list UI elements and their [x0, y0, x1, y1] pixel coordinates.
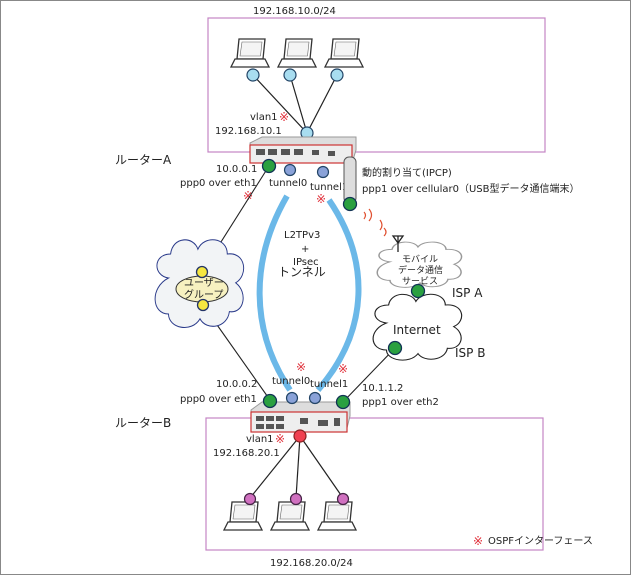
- internet-label: Internet: [393, 323, 441, 337]
- vlan-b-label: vlan1: [246, 434, 274, 445]
- ospf-mark: ※: [275, 432, 285, 446]
- lan-b-box: [205, 417, 544, 551]
- router-b-icon: [250, 401, 351, 433]
- legend-mark: ※: [473, 534, 483, 548]
- mobile-label-3: サービス: [402, 276, 438, 287]
- router-b-eth2-if: ppp1 over eth2: [362, 397, 439, 408]
- lan-a-host-node: [246, 68, 260, 82]
- laptop-icon: [324, 38, 364, 68]
- lan-b-subnet: 192.168.20.0/24: [270, 558, 353, 569]
- laptop-icon: [277, 38, 317, 68]
- laptop-icon: [223, 501, 263, 531]
- tunnel-label-2: +: [301, 244, 309, 255]
- antenna-icon: [391, 235, 405, 252]
- lan-a-links: [252, 74, 338, 134]
- router-a-cell-if: ppp1 over cellular0（USB型データ通信端末）: [362, 182, 580, 195]
- laptop-icon: [270, 501, 310, 531]
- ospf-mark: ※: [338, 362, 348, 376]
- lan-b-host-node: [336, 492, 350, 506]
- user-group-label-2: グループ: [184, 288, 223, 301]
- lan-a-host-node: [283, 68, 297, 82]
- lan-b-host-node: [243, 492, 257, 506]
- router-a-tunnel1-node: [316, 165, 330, 179]
- vlan-b-ip: 192.168.20.1: [213, 448, 280, 459]
- legend-label: OSPFインターフェース: [488, 535, 593, 547]
- isp-a-node: [410, 283, 426, 299]
- router-a-tunnel0-node: [283, 163, 297, 177]
- wireless-signal-icon: [363, 208, 387, 237]
- router-a-eth1-ip: 10.0.0.1: [216, 164, 257, 175]
- user-group-label-1: ユーザー: [184, 277, 224, 289]
- router-b-eth2-ip: 10.1.1.2: [362, 383, 403, 394]
- router-a-eth1-node: [261, 158, 277, 174]
- router-a-icon: [249, 136, 357, 164]
- router-a-cell-note: 動的割り当て(IPCP): [362, 166, 452, 179]
- ospf-mark: ※: [296, 360, 306, 374]
- tunnel-label-4: トンネル: [278, 265, 326, 279]
- mobile-label-2: データ通信: [398, 264, 443, 276]
- isp-b-label: ISP B: [455, 346, 485, 360]
- user-group-node: [196, 298, 210, 312]
- router-b-eth1-ip: 10.0.0.2: [216, 379, 257, 390]
- lan-b-host-node: [289, 492, 303, 506]
- lan-a-host-node: [330, 68, 344, 82]
- router-b-eth2-node: [335, 394, 351, 410]
- router-a-name: ルーターA: [115, 153, 172, 167]
- lan-a-subnet: 192.168.10.0/24: [253, 6, 336, 17]
- lan-b-links: [249, 435, 344, 499]
- router-b-tunnel1-node: [308, 391, 322, 405]
- vlan-a-label: vlan1: [250, 112, 278, 123]
- tunnel-label-3: IPsec: [293, 257, 319, 268]
- laptop-icon: [230, 38, 270, 68]
- tunnel0-link: [256, 194, 293, 392]
- router-a-tunnel0: tunnel0: [269, 178, 307, 189]
- usb-modem-icon: [343, 156, 357, 204]
- ospf-mark: ※: [243, 189, 253, 203]
- router-b-tunnel0: tunnel0: [272, 376, 310, 387]
- router-b-tunnel0-node: [285, 391, 299, 405]
- tunnel-label-1: L2TPv3: [284, 230, 320, 241]
- router-b-eth1-node: [262, 393, 278, 409]
- router-b-eth1-if: ppp0 over eth1: [180, 394, 257, 405]
- isp-b-node: [387, 340, 403, 356]
- vlan-b-node: [293, 429, 307, 443]
- router-a-eth1-if: ppp0 over eth1: [180, 178, 257, 189]
- router-b-tunnel1: tunnel1: [310, 379, 348, 390]
- vlan-a-ip: 192.168.10.1: [215, 126, 282, 137]
- isp-a-label: ISP A: [452, 286, 483, 300]
- ospf-mark: ※: [316, 192, 326, 206]
- router-a-cellular-node: [342, 196, 358, 212]
- laptop-icon: [317, 501, 357, 531]
- lan-a-box: [207, 17, 546, 153]
- user-group-node: [195, 265, 209, 279]
- mobile-label-1: モバイル: [402, 254, 438, 265]
- tunnel1-link: [315, 198, 362, 392]
- router-a-tunnel1: tunnel1: [310, 182, 348, 193]
- router-b-name: ルーターB: [115, 416, 171, 430]
- ospf-mark: ※: [279, 110, 289, 124]
